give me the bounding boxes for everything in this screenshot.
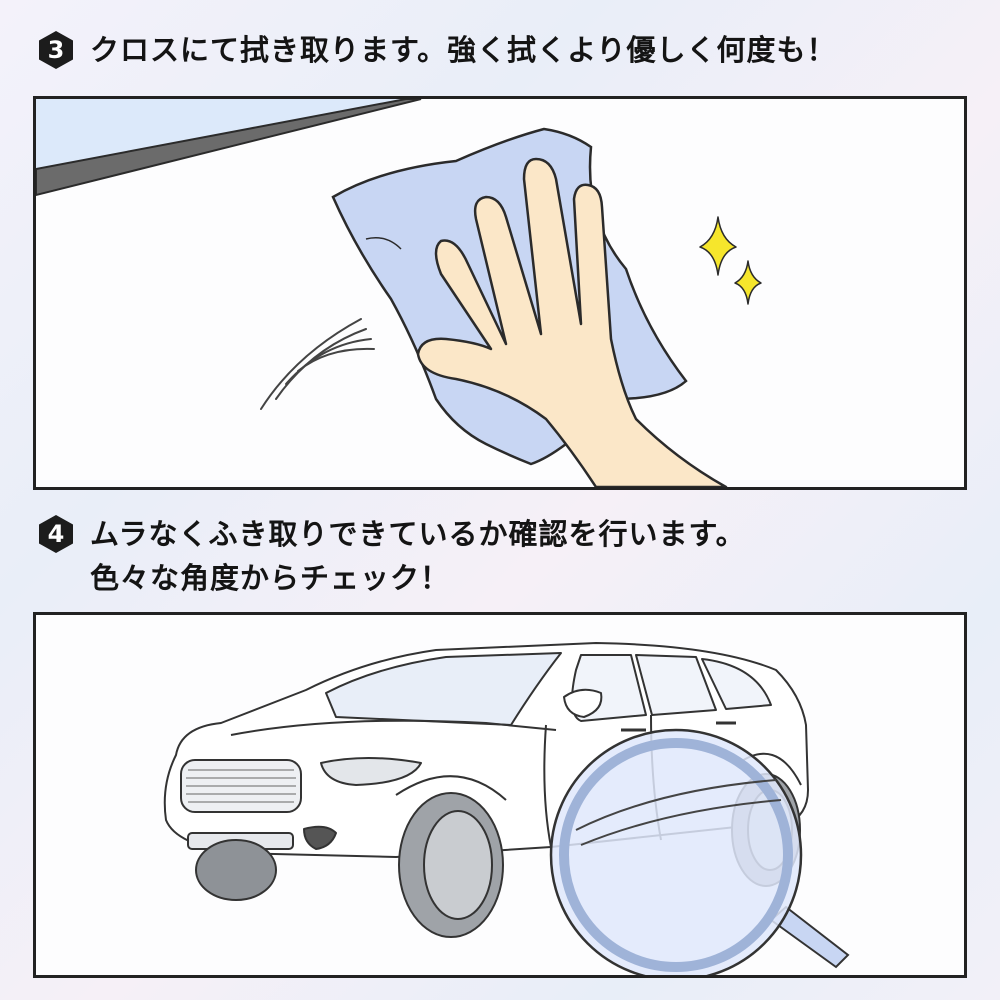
inspection-illustration <box>163 642 850 975</box>
step-3-number: 3 <box>47 36 65 64</box>
motion-lines <box>260 318 375 410</box>
panel-wiping <box>33 96 967 490</box>
step-4-instruction-line-2: 色々な角度からチェック！ <box>90 561 451 595</box>
step-3-instruction: クロスにて拭き取ります。強く拭くより優しく何度も！ <box>90 33 837 67</box>
wiping-illustration <box>36 99 762 487</box>
step-3-header: 3 クロスにて拭き取ります。強く拭くより優しく何度も！ <box>36 28 837 72</box>
hexagon-icon <box>39 515 73 553</box>
step-4-number: 4 <box>47 520 65 548</box>
window-frame <box>36 99 422 197</box>
step-4-text-block: ムラなくふき取りできているか確認を行います。 色々な角度からチェック！ <box>90 512 746 600</box>
hand <box>416 157 728 487</box>
hexagon-icon <box>39 31 73 69</box>
step-3-badge: 3 <box>36 30 76 70</box>
magnifier-icon <box>549 728 850 975</box>
panel-inspection <box>33 612 967 978</box>
sparkle-icon <box>699 216 762 305</box>
step-4-badge: 4 <box>36 514 76 554</box>
step-4-header: 4 ムラなくふき取りできているか確認を行います。 色々な角度からチェック！ <box>36 512 746 600</box>
step-4-instruction-line-1: ムラなくふき取りできているか確認を行います。 <box>90 517 746 551</box>
